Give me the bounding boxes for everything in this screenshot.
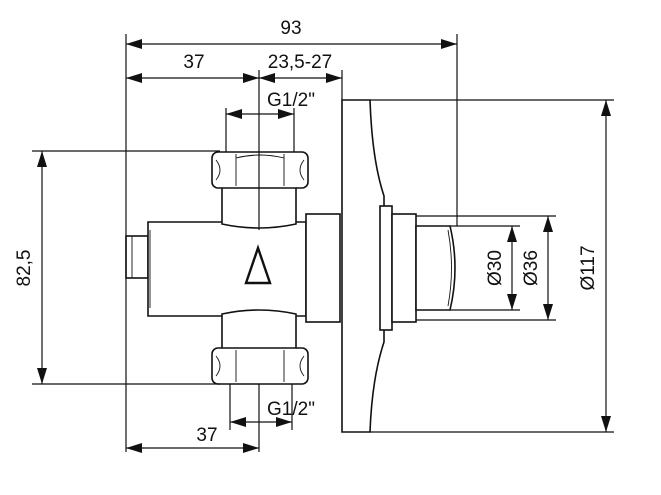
- dim-flange-offset-label: 23,5-27: [268, 52, 332, 73]
- main-body: [147, 221, 307, 317]
- dim-height-label: 82,5: [14, 250, 35, 287]
- spacer: [379, 205, 393, 331]
- dim-dia-large-label: Ø117: [578, 245, 599, 290]
- valve-body: [125, 99, 456, 433]
- dim-dia-mid-label: Ø36: [521, 250, 542, 286]
- bottom-neck: [221, 309, 297, 351]
- dim-overall-width: 93: [125, 18, 458, 452]
- dim-thread-top: G1/2": [225, 90, 315, 152]
- dim-height: 82,5: [14, 150, 220, 385]
- dim-left-width-top: 37: [126, 52, 260, 230]
- dim-dia-small-label: Ø30: [485, 250, 506, 286]
- dim-left-width-bottom-label: 37: [196, 425, 217, 446]
- dim-flange-offset: 23,5-27: [259, 52, 343, 100]
- dim-dia-mid: Ø36: [416, 215, 556, 321]
- dim-thread-bottom: G1/2": [229, 384, 315, 430]
- direction-triangle-icon: [244, 244, 272, 285]
- dim-overall-width-label: 93: [280, 18, 301, 39]
- dim-dia-small: Ø30: [450, 225, 520, 311]
- dim-thread-top-label: G1/2": [267, 90, 315, 111]
- top-nut: [211, 151, 309, 189]
- dim-left-width-bottom: 37: [126, 384, 260, 453]
- bottom-nut: [211, 347, 309, 385]
- collar: [305, 213, 341, 323]
- dim-thread-bottom-label: G1/2": [267, 399, 315, 420]
- left-stub: [125, 235, 149, 279]
- dim-dia-large: Ø117: [370, 99, 614, 433]
- dim-left-width-top-label: 37: [183, 52, 204, 73]
- flange-plate: [341, 99, 385, 433]
- button-collar: [391, 213, 417, 323]
